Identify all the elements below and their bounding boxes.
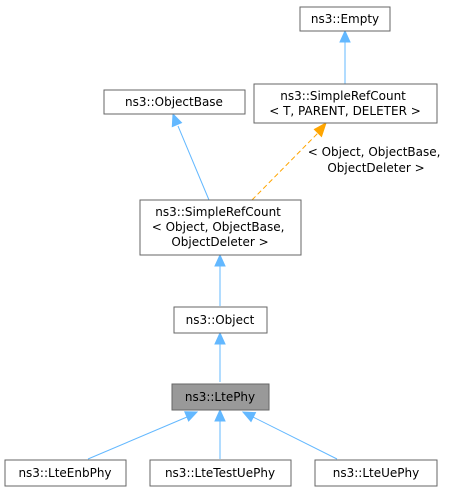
- node-ns3-object[interactable]: ns3::Object: [173, 306, 268, 334]
- node-ns3-ltephy-label: ns3::LtePhy: [185, 390, 255, 404]
- edge-ltephy-to-lteenbphy: [87, 411, 199, 460]
- node-ns3-objectbase[interactable]: ns3::ObjectBase: [103, 89, 246, 115]
- node-ns3-objectbase-label: ns3::ObjectBase: [125, 95, 223, 109]
- node-ns3-simplerefcount-object[interactable]: ns3::SimpleRefCount < Object, ObjectBase…: [139, 199, 302, 256]
- node-ns3-empty-label: ns3::Empty: [311, 12, 379, 26]
- node-ns3-simplerefcount-template[interactable]: ns3::SimpleRefCount < T, PARENT, DELETER…: [253, 83, 438, 124]
- template-edge-label: < Object, ObjectBase, ObjectDeleter >: [308, 145, 445, 175]
- node-ns3-lteuephy-label: ns3::LteUePhy: [333, 466, 419, 480]
- node-ns3-lteenbphy-label: ns3::LteEnbPhy: [18, 466, 111, 480]
- edge-ltephy-to-ltetestuephy: [214, 408, 226, 459]
- edge-empty-to-simplerefcount-template: [339, 29, 351, 84]
- node-ns3-lteenbphy[interactable]: ns3::LteEnbPhy: [4, 459, 127, 487]
- node-ns3-simplerefcount-template-label: ns3::SimpleRefCount < T, PARENT, DELETER…: [269, 89, 421, 118]
- edge-object-to-ltephy: [214, 331, 226, 382]
- edge-ltephy-to-lteuephy: [241, 411, 338, 460]
- node-ns3-simplerefcount-object-label: ns3::SimpleRefCount < Object, ObjectBase…: [152, 205, 289, 249]
- template-edge-label-line-2: ObjectDeleter >: [327, 161, 424, 175]
- node-ns3-ltetestuephy[interactable]: ns3::LteTestUePhy: [149, 459, 292, 487]
- template-edge-label-line-1: < Object, ObjectBase,: [308, 145, 441, 159]
- node-ns3-lteuephy[interactable]: ns3::LteUePhy: [314, 459, 438, 487]
- node-ns3-object-label: ns3::Object: [186, 313, 255, 327]
- edge-objectbase-to-simplerefcount-object: [171, 112, 210, 201]
- node-ns3-ltetestuephy-label: ns3::LteTestUePhy: [165, 466, 275, 480]
- node-ns3-ltephy[interactable]: ns3::LtePhy: [171, 383, 270, 411]
- node-ns3-empty[interactable]: ns3::Empty: [299, 6, 391, 32]
- edge-template-instantiation: [251, 121, 327, 201]
- edge-simplerefcount-object-to-object: [214, 253, 226, 306]
